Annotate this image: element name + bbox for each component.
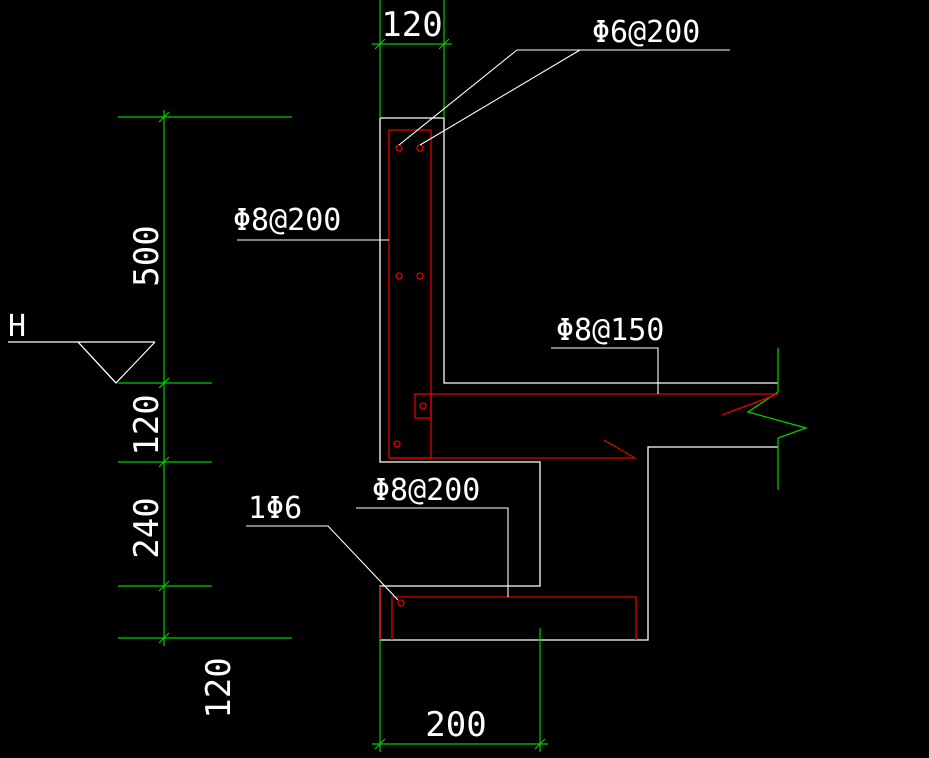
rebar-dot: [416, 144, 424, 152]
leader-slab-bars: [551, 347, 659, 394]
slab-hook-box: [414, 393, 432, 419]
dim-beam-depth: 240: [127, 497, 167, 558]
label-vertical-bars: Φ8@200: [233, 203, 341, 238]
slab-top-bar: [431, 393, 779, 416]
leader-base-bars: [356, 507, 509, 597]
break-line: [746, 348, 809, 490]
leader-lines: [237, 49, 730, 601]
dim-top-width: 120: [381, 5, 442, 45]
dim-base-thickness: 120: [199, 657, 239, 718]
slab-bottom-bar: [389, 439, 638, 459]
label-slab-bars: Φ8@150: [556, 313, 664, 348]
leader-corner-bar: [246, 525, 399, 601]
dim-bottom-width: 200: [425, 705, 486, 745]
concrete-outline: [379, 117, 778, 641]
leader-top-bars: [398, 49, 730, 146]
level-marker: [8, 341, 156, 384]
level-label: H: [8, 309, 26, 344]
rebar-dot: [416, 272, 424, 280]
label-corner-bar: 1Φ6: [248, 491, 302, 526]
label-base-bars: Φ8@200: [372, 473, 480, 508]
parapet-and-slab-outline: [380, 117, 778, 384]
dimension-lines: [118, 0, 548, 752]
rebar-dot: [395, 144, 403, 152]
dim-slab-thickness: 120: [127, 394, 167, 455]
rebar-dot: [393, 440, 401, 448]
rebar-dot: [395, 272, 403, 280]
dim-parapet-height: 500: [127, 225, 167, 286]
label-top-bars: Φ6@200: [592, 15, 700, 50]
lower-outline-left: [379, 118, 778, 641]
base-bar: [391, 596, 637, 640]
rebar-group: [379, 129, 779, 640]
rebar-dot: [397, 599, 405, 607]
rebar-dot: [419, 402, 427, 410]
